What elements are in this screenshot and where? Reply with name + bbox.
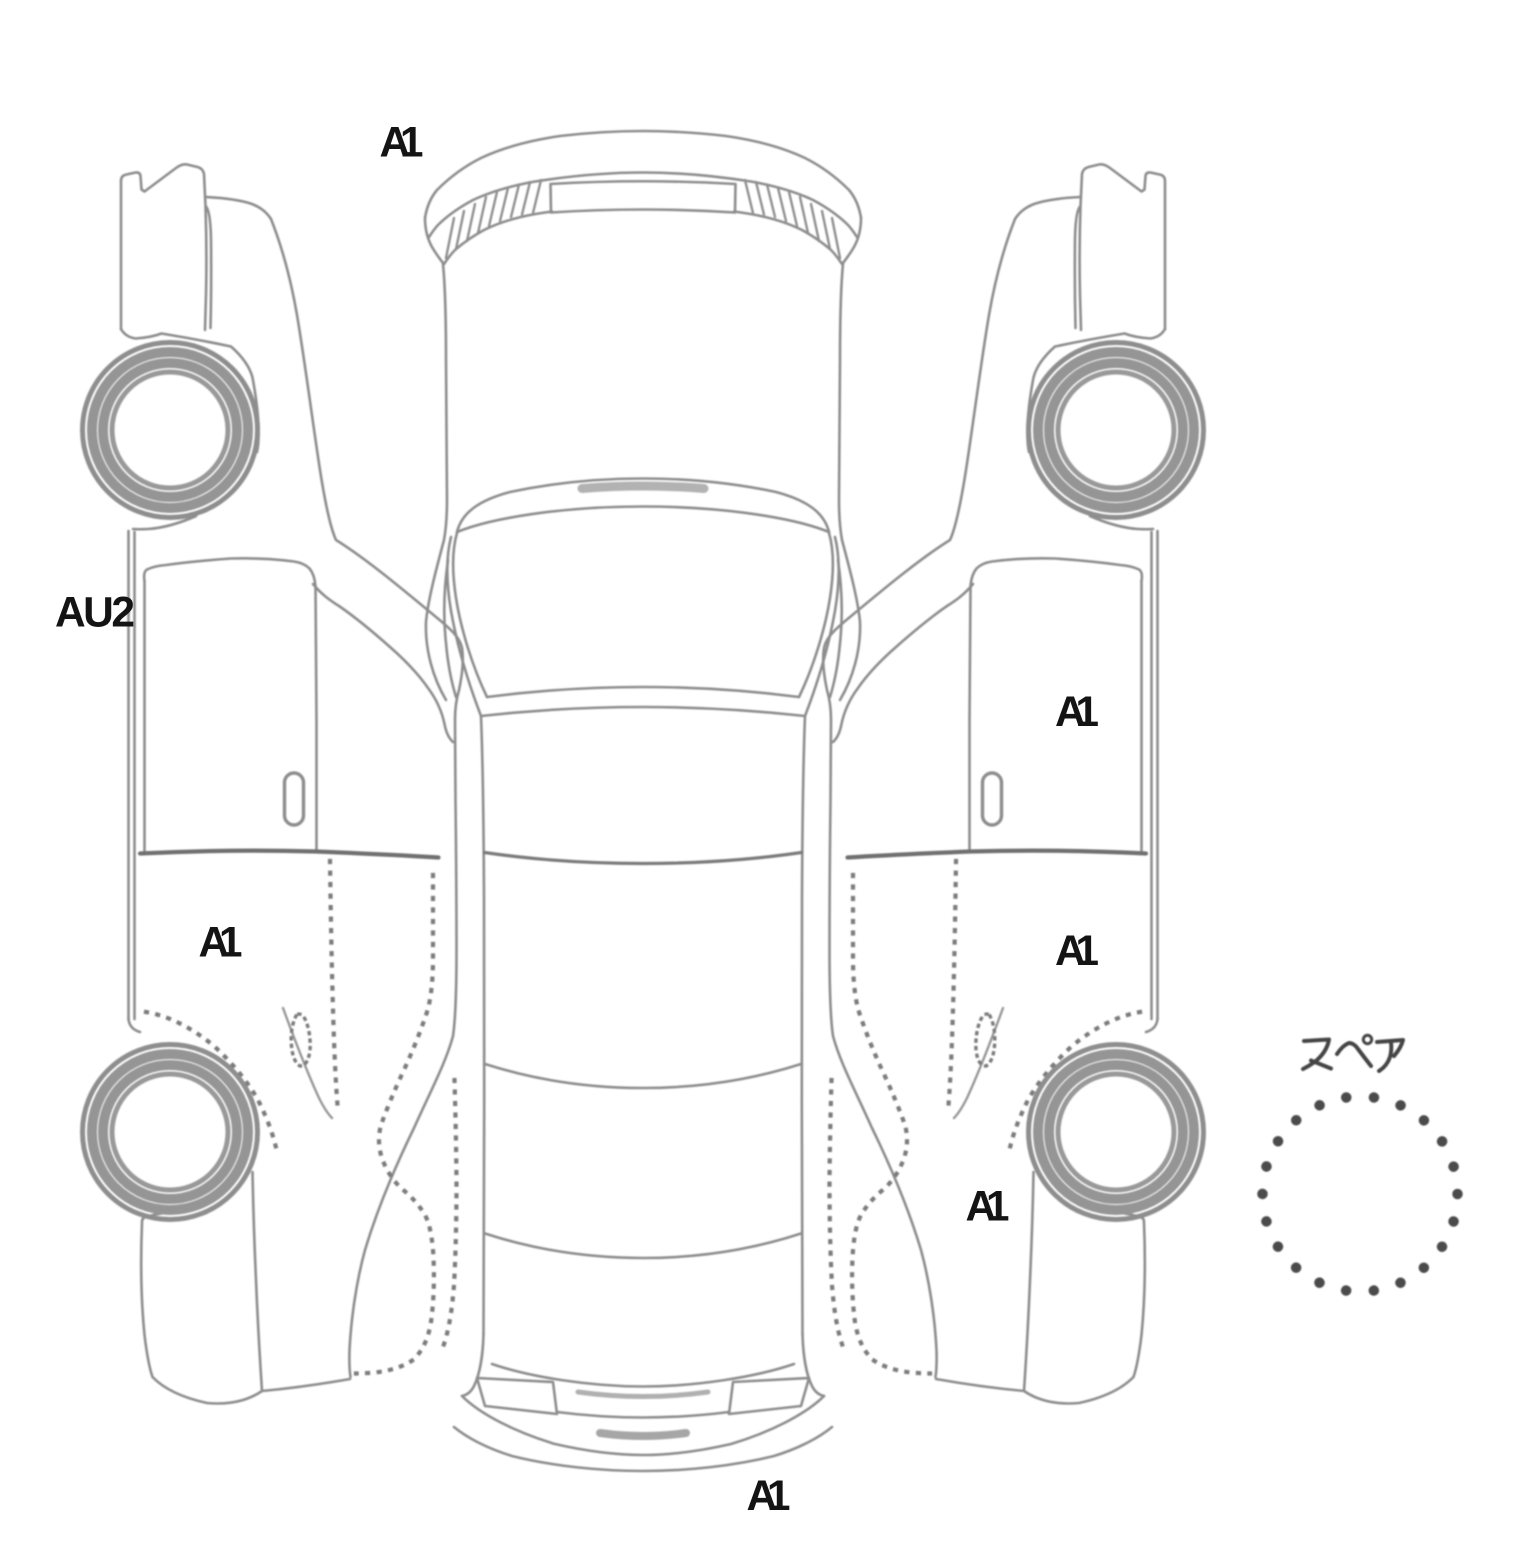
svg-text:A1: A1 — [1055, 928, 1099, 975]
svg-text:A1: A1 — [199, 920, 243, 967]
svg-text:AU2: AU2 — [55, 590, 135, 637]
svg-text:A1: A1 — [966, 1184, 1010, 1231]
svg-text:A1: A1 — [747, 1473, 791, 1520]
svg-text:A1: A1 — [380, 120, 424, 167]
svg-text:A1: A1 — [1055, 689, 1099, 736]
